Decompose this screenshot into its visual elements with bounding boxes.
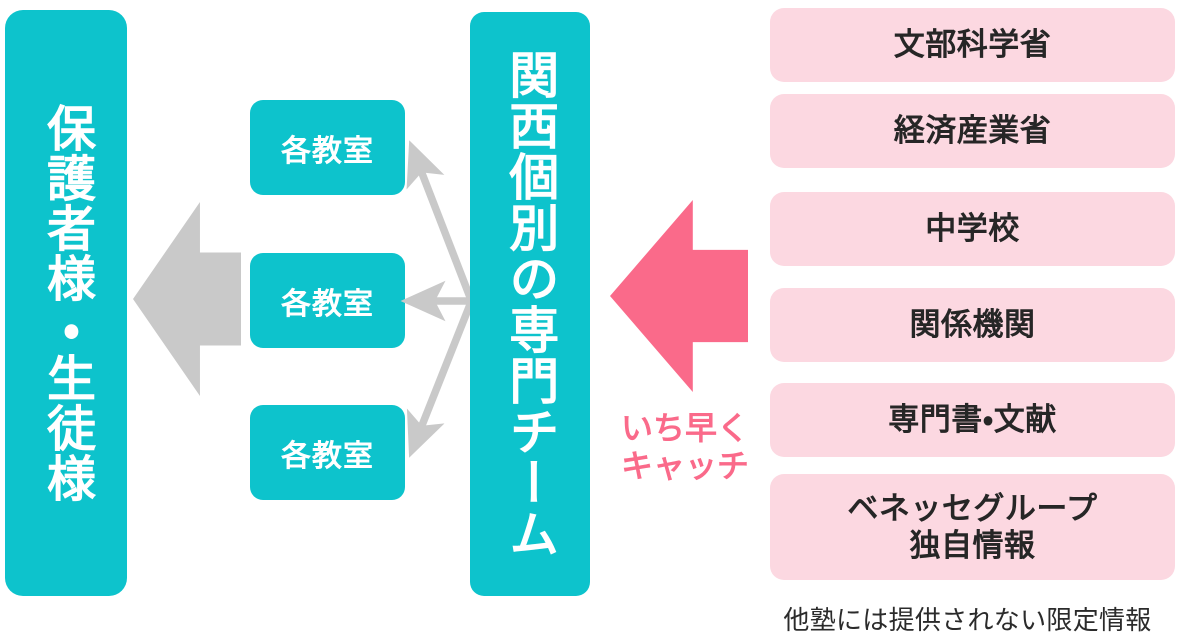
source-box-3: 中学校 bbox=[770, 192, 1175, 266]
source-label: 文部科学省 bbox=[893, 27, 1052, 63]
classroom-box-2: 各教室 bbox=[250, 253, 405, 348]
source-label: 関係機関 bbox=[909, 307, 1036, 343]
specialist-team-label: 関西個別の専門チーム bbox=[502, 49, 559, 559]
classroom-box-1: 各教室 bbox=[250, 100, 405, 195]
source-label: ベネッセグループ 独自情報 bbox=[847, 490, 1098, 563]
source-box-5: 専門書・文献 bbox=[770, 383, 1175, 457]
classroom-label: 各教室 bbox=[281, 439, 374, 473]
source-box-2: 経済産業省 bbox=[770, 94, 1175, 168]
source-label: 専門書・文献 bbox=[888, 402, 1057, 438]
arrow-left-line-icon-top bbox=[406, 140, 477, 307]
audience-box: 保護者様・生徒様 bbox=[5, 10, 127, 596]
classroom-label: 各教室 bbox=[281, 287, 374, 321]
limited-information-caption: 他塾には提供されない限定情報 bbox=[783, 605, 1152, 635]
audience-label: 保護者様・生徒様 bbox=[39, 103, 94, 503]
specialist-team-box: 関西個別の専門チーム bbox=[470, 12, 590, 596]
source-label: 中学校 bbox=[925, 211, 1020, 247]
arrow-left-block-icon-to-audience bbox=[133, 202, 241, 396]
arrow-left-block-icon-to-team bbox=[610, 200, 748, 392]
arrow-left-line-icon-bottom bbox=[406, 295, 477, 458]
classroom-label: 各教室 bbox=[281, 134, 374, 168]
source-box-1: 文部科学省 bbox=[770, 8, 1175, 82]
classroom-box-3: 各教室 bbox=[250, 405, 405, 500]
source-box-6: ベネッセグループ 独自情報 bbox=[770, 474, 1175, 580]
source-box-4: 関係機関 bbox=[770, 288, 1175, 362]
source-label: 経済産業省 bbox=[893, 113, 1052, 149]
catch-speed-label: いち早く キャッチ bbox=[620, 410, 749, 484]
